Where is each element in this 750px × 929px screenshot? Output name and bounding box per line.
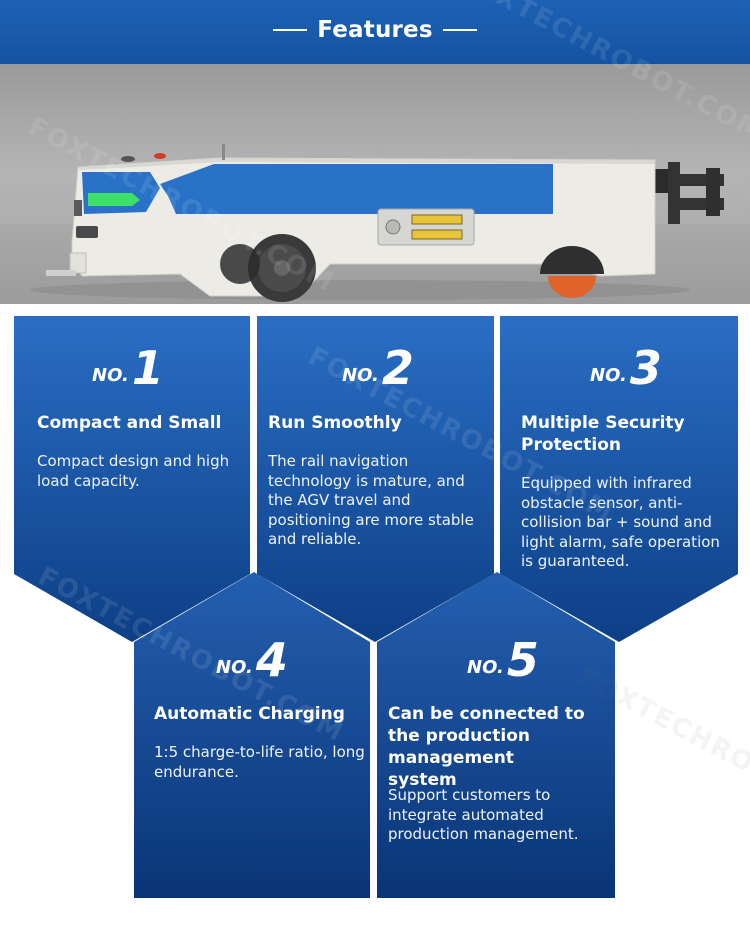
agv-product-image	[0, 64, 750, 304]
panel-1-shape	[14, 316, 250, 642]
title-line-left	[273, 29, 308, 31]
feature-number-2: NO. 2	[342, 341, 414, 395]
panel-2-shape	[257, 316, 494, 642]
feature-desc-1: Compact design and high load capacity.	[37, 452, 230, 490]
agv-robot-illustration	[0, 144, 750, 304]
feature-title-3: Multiple Security Protection	[521, 413, 685, 455]
feature-card-1: NO. 1 Compact and Small Compact design a…	[14, 316, 250, 642]
feature-number-3: NO. 3	[590, 341, 662, 395]
header-banner: Features	[0, 0, 750, 64]
feature-desc-3: Equipped with infrared obstacle sensor, …	[521, 474, 720, 570]
feature-desc-2: The rail navigation technology is mature…	[268, 452, 474, 548]
feature-desc-5: Support customers to integrate automated…	[388, 786, 579, 843]
panel-4-shape	[134, 572, 370, 898]
panel-3-shape	[500, 316, 738, 642]
caster-wheel	[540, 246, 604, 298]
feature-card-2: NO. 2 Run Smoothly The rail navigation t…	[257, 316, 494, 642]
feature-title-5: Can be connected to the production manag…	[388, 704, 585, 790]
header-title-wrap: Features	[0, 14, 750, 46]
feature-number-5: NO. 5	[467, 633, 539, 687]
feature-card-3: NO. 3 Multiple Security Protection Equip…	[500, 316, 738, 642]
feature-number-4: NO. 4	[216, 633, 288, 687]
feature-title-1: Compact and Small	[37, 413, 222, 433]
drive-wheel	[220, 234, 316, 302]
title-line-right	[442, 29, 477, 31]
feature-card-4: NO. 4 Automatic Charging 1:5 charge-to-l…	[134, 572, 370, 898]
feature-title-2: Run Smoothly	[268, 413, 402, 433]
page-title: Features	[317, 17, 433, 43]
panel-5-shape	[377, 572, 615, 898]
feature-title-4: Automatic Charging	[154, 704, 345, 724]
feature-card-5: NO. 5 Can be connected to the production…	[377, 572, 615, 898]
feature-desc-4: 1:5 charge-to-life ratio, long endurance…	[154, 743, 365, 781]
charging-connector	[377, 208, 475, 246]
feature-number-1: NO. 1	[92, 341, 164, 395]
